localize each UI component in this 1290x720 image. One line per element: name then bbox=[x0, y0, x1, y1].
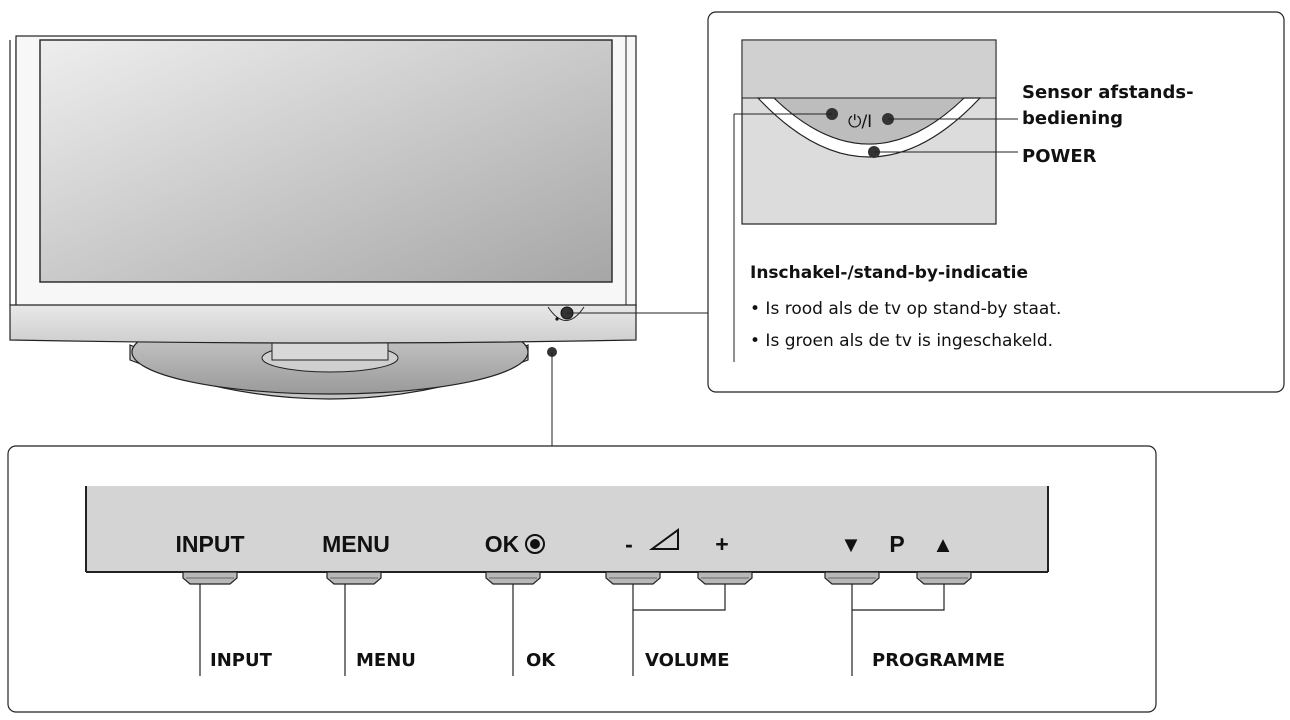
indicator-bullet-on: • Is groen als de tv is ingeschakeld. bbox=[750, 331, 1053, 351]
ok-circle-icon bbox=[525, 534, 545, 554]
power-label: POWER bbox=[1022, 146, 1097, 167]
sensor-label-line1: Sensor afstands- bbox=[1022, 82, 1194, 103]
indicator-heading: Inschakel-/stand-by-indicatie bbox=[750, 263, 1028, 283]
volume-minus-label: - bbox=[625, 531, 633, 557]
volume-wedge-icon bbox=[648, 528, 679, 550]
programme-up-icon: ▲ bbox=[932, 532, 954, 557]
volume-label: VOLUME bbox=[645, 650, 730, 671]
programme-down-icon: ▼ bbox=[840, 532, 862, 557]
sensor-label-line2: bediening bbox=[1022, 108, 1123, 129]
indicator-callout: ⏻/I Sensor afstands- bediening POWER Ins… bbox=[707, 11, 1285, 393]
programme-label: PROGRAMME bbox=[872, 650, 1005, 671]
ok-label: OK bbox=[526, 650, 556, 671]
tv-illustration bbox=[9, 35, 637, 400]
input-button-label: INPUT bbox=[176, 531, 245, 557]
menu-label: MENU bbox=[356, 650, 416, 671]
ok-button-label: OK bbox=[485, 531, 520, 557]
indicator-bullet-standby: • Is rood als de tv op stand-by staat. bbox=[750, 299, 1061, 319]
programme-p-label: P bbox=[889, 531, 904, 557]
tv-screen bbox=[39, 39, 613, 283]
tv-bottom-bar bbox=[9, 304, 637, 344]
control-panel-callout: INPUT MENU OK - + ▼ P ▲ bbox=[7, 445, 1157, 713]
volume-plus-label: + bbox=[715, 531, 728, 557]
power-symbol-label: ⏻/I bbox=[848, 112, 872, 132]
menu-button-label: MENU bbox=[322, 531, 390, 557]
input-label: INPUT bbox=[210, 650, 273, 671]
